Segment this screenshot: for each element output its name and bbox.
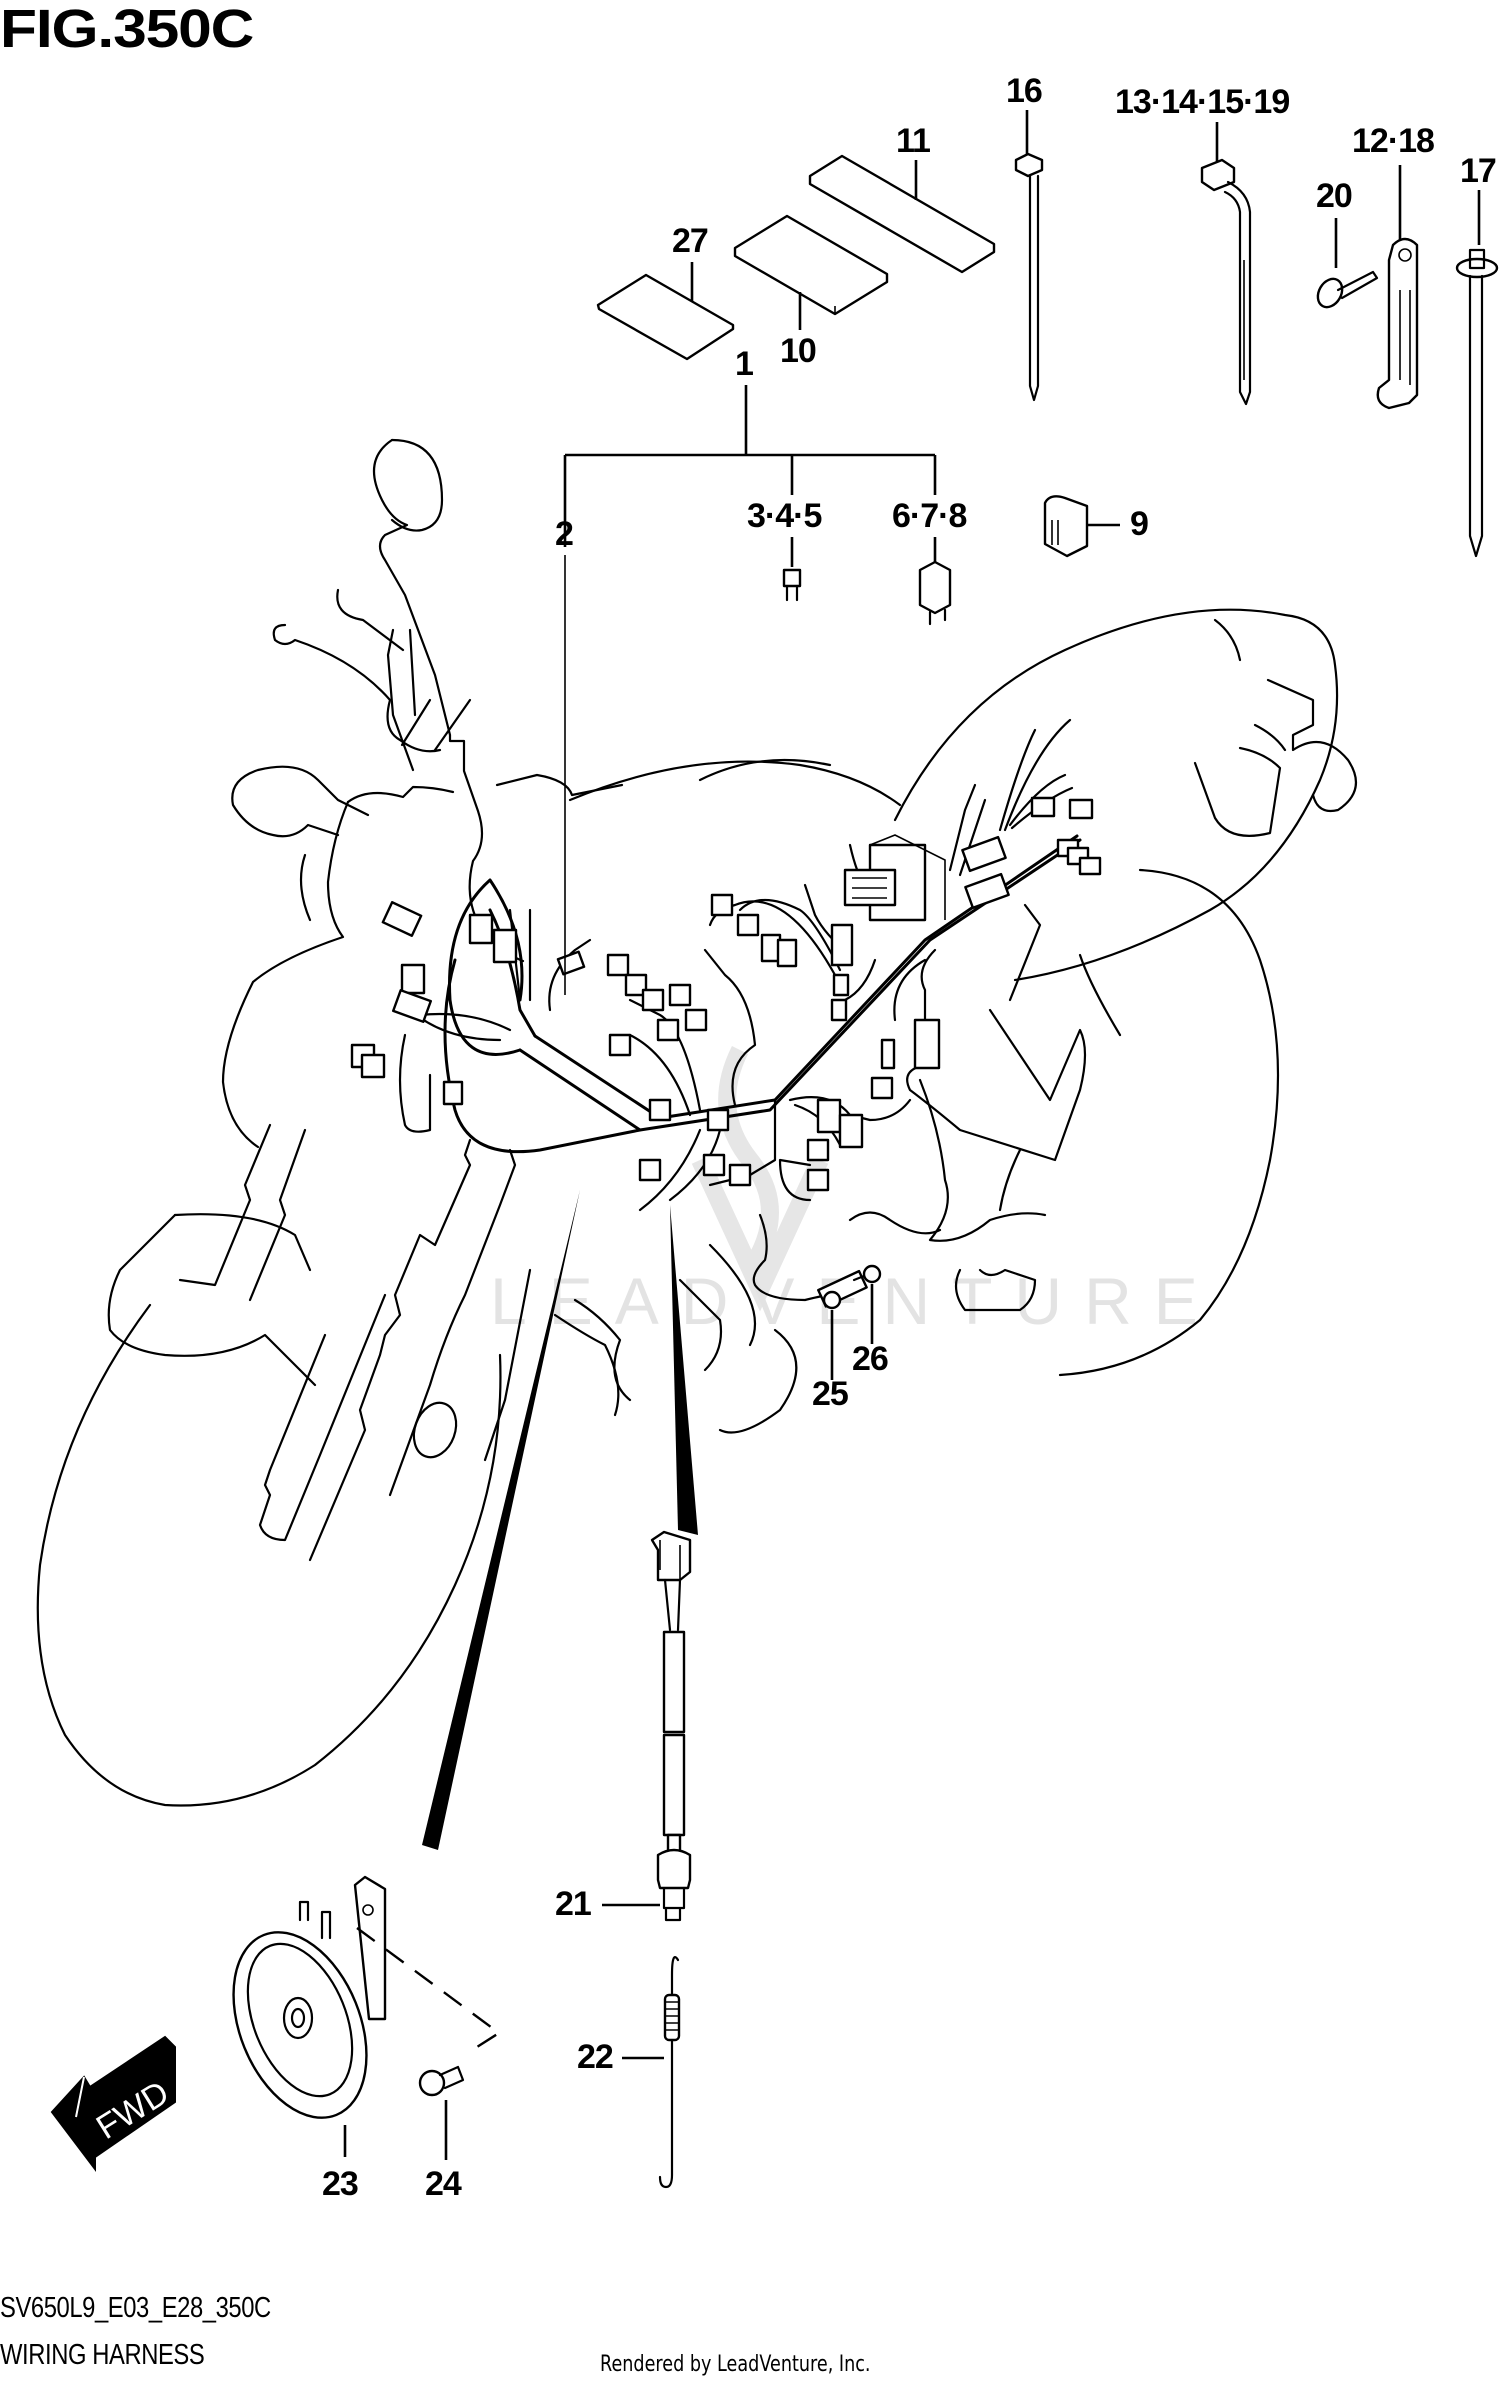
part-6-7-8-relay[interactable]: 6·7·8 xyxy=(892,497,967,626)
svg-text:25: 25 xyxy=(812,1375,848,1413)
wiring-harness-drawing xyxy=(350,718,1102,1310)
assembly-dashed-line xyxy=(356,1927,502,2049)
svg-text:12·18: 12·18 xyxy=(1352,122,1434,160)
svg-text:2: 2 xyxy=(555,515,573,553)
part-23-sensor-callout[interactable]: 25 xyxy=(812,1310,849,1413)
part-3-4-5-fuse[interactable]: 3·4·5 xyxy=(747,497,822,602)
part-9-connector-cover[interactable]: 9 xyxy=(1043,495,1149,558)
svg-text:6·7·8: 6·7·8 xyxy=(892,497,966,535)
part-25-horn[interactable]: 23 xyxy=(208,1875,392,2203)
section-name: WIRING HARNESS xyxy=(0,2339,205,2371)
part-11-pad[interactable]: 11 xyxy=(808,122,996,274)
part-2-main-harness[interactable]: 2 xyxy=(555,515,574,995)
figure-title: FIG.350C xyxy=(0,0,254,59)
svg-text:17: 17 xyxy=(1460,152,1496,190)
fwd-direction-arrow-icon: FWD xyxy=(50,2035,176,2172)
svg-text:24: 24 xyxy=(425,2165,462,2203)
motorcycle-outline xyxy=(36,438,1358,1807)
svg-text:23: 23 xyxy=(322,2165,358,2203)
svg-text:9: 9 xyxy=(1130,505,1148,543)
render-credit: Rendered by LeadVenture, Inc. xyxy=(600,2352,871,2377)
svg-text:20: 20 xyxy=(1316,177,1352,215)
svg-text:11: 11 xyxy=(896,122,930,160)
svg-text:22: 22 xyxy=(577,2038,613,2076)
part-27-pad[interactable]: 27 xyxy=(596,222,735,361)
svg-text:27: 27 xyxy=(672,222,708,260)
assembly-1-bracket: 1 xyxy=(563,345,937,547)
svg-text:10: 10 xyxy=(780,332,816,370)
svg-text:21: 21 xyxy=(555,1885,591,1923)
part-26-bolt[interactable]: 24 xyxy=(418,2065,465,2203)
svg-text:16: 16 xyxy=(1006,72,1042,110)
part-16-cable-tie[interactable]: 16 xyxy=(1006,72,1044,402)
svg-text:3·4·5: 3·4·5 xyxy=(747,497,821,535)
part-12-18-clamp[interactable]: 12·18 xyxy=(1352,122,1435,410)
harness-connectors xyxy=(350,796,1102,1310)
svg-text:26: 26 xyxy=(852,1340,888,1378)
svg-text:1: 1 xyxy=(735,345,753,383)
part-24-screw-callout[interactable]: 26 xyxy=(852,1284,889,1378)
part-20-screw[interactable]: 20 xyxy=(1313,177,1379,311)
model-code: SV650L9_E03_E28_350C xyxy=(0,2292,271,2324)
leader-wedges xyxy=(422,1190,698,1850)
part-21-brake-switch[interactable]: 21 xyxy=(555,1530,692,1923)
watermark: LEADVENTURE xyxy=(490,1045,1198,1338)
svg-text:13·14·15·19: 13·14·15·19 xyxy=(1115,83,1289,121)
part-17-cable-tie-anchor[interactable]: 17 xyxy=(1455,152,1499,558)
part-13-14-15-19-clamp[interactable]: 13·14·15·19 xyxy=(1115,83,1290,406)
part-22-spring[interactable]: 22 xyxy=(577,1956,681,2189)
part-10-pad[interactable]: 10 xyxy=(733,214,889,370)
